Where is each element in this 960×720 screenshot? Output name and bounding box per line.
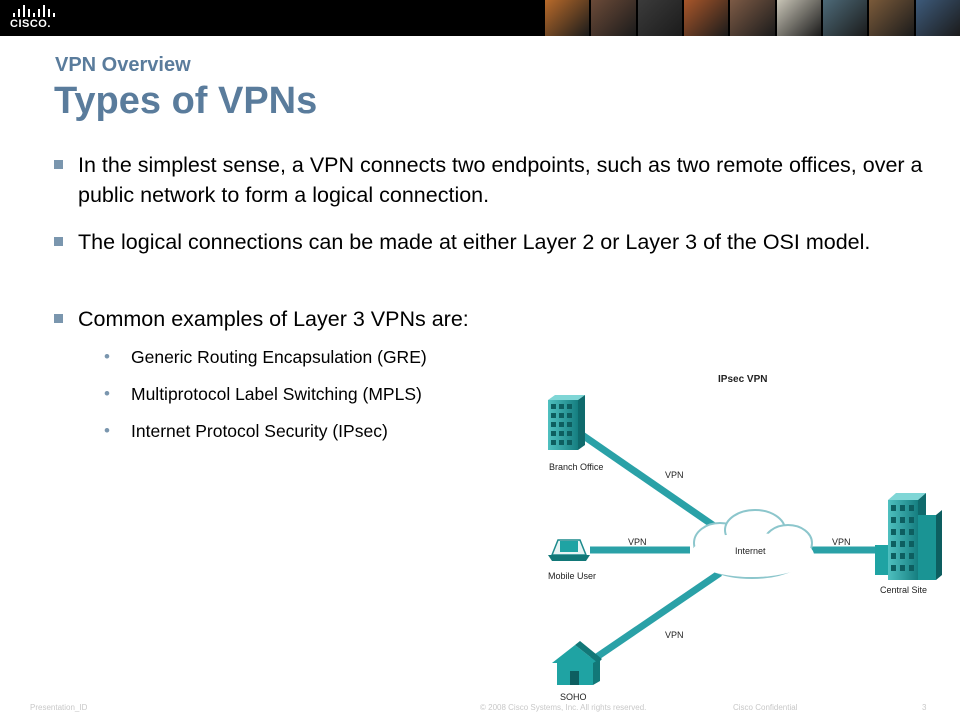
vpn-label-central: VPN xyxy=(832,537,851,547)
banner-photo xyxy=(776,0,821,36)
internet-label: Internet xyxy=(735,546,766,556)
sub-bullet-item: • Generic Routing Encapsulation (GRE) xyxy=(104,347,427,368)
bullet-text: Common examples of Layer 3 VPNs are: xyxy=(78,307,469,331)
square-bullet-icon xyxy=(54,314,63,323)
soho-house-icon xyxy=(552,641,602,685)
sub-bullet-item: • Multiprotocol Label Switching (MPLS) xyxy=(104,384,422,405)
soho-label: SOHO xyxy=(560,692,587,702)
central-site-building-icon xyxy=(875,493,942,580)
photo-strip xyxy=(545,0,960,36)
bullet-text: In the simplest sense, a VPN connects tw… xyxy=(78,153,923,207)
laptop-icon xyxy=(548,539,590,561)
branch-office-label: Branch Office xyxy=(549,462,604,472)
branch-office-building-icon xyxy=(548,395,585,450)
cisco-bars-icon xyxy=(11,5,55,17)
slide-title: Types of VPNs xyxy=(54,80,318,122)
banner-photo xyxy=(915,0,960,36)
vpn-label-mobile: VPN xyxy=(628,537,647,547)
banner-photo xyxy=(730,0,775,36)
dot-bullet-icon: • xyxy=(104,421,110,440)
dot-bullet-icon: • xyxy=(104,347,110,366)
central-site-label: Central Site xyxy=(880,585,928,595)
footer-presentation-id: Presentation_ID xyxy=(30,703,88,712)
vpn-link-soho xyxy=(583,570,722,668)
banner-photo xyxy=(637,0,682,36)
square-bullet-icon xyxy=(54,160,63,169)
vpn-label-branch: VPN xyxy=(665,470,684,480)
sub-bullet-text: Multiprotocol Label Switching (MPLS) xyxy=(131,384,422,404)
sub-bullet-text: Generic Routing Encapsulation (GRE) xyxy=(131,347,427,367)
cisco-logo: CISCO. xyxy=(8,4,58,32)
bullet-item: In the simplest sense, a VPN connects tw… xyxy=(54,150,934,210)
diagram-canvas xyxy=(548,395,942,685)
banner-photo xyxy=(683,0,729,36)
internet-cloud-icon xyxy=(690,509,814,579)
cisco-wordmark: CISCO. xyxy=(10,18,51,30)
vpn-link-branch xyxy=(573,427,722,533)
diagram-title: IPsec VPN xyxy=(718,374,768,385)
sub-bullet-item: • Internet Protocol Security (IPsec) xyxy=(104,421,388,442)
bullet-item: Common examples of Layer 3 VPNs are: xyxy=(54,304,934,334)
footer-confidential: Cisco Confidential xyxy=(733,703,798,712)
slide-subtitle: VPN Overview xyxy=(55,54,191,76)
bullet-item: The logical connections can be made at e… xyxy=(54,227,934,257)
dot-bullet-icon: • xyxy=(104,384,110,403)
bullet-text: The logical connections can be made at e… xyxy=(78,230,871,254)
banner-photo xyxy=(822,0,868,36)
square-bullet-icon xyxy=(54,237,63,246)
banner-photo xyxy=(591,0,636,36)
banner-photo xyxy=(869,0,914,36)
header-banner: CISCO. xyxy=(0,0,960,36)
footer-page-number: 3 xyxy=(922,703,927,712)
vpn-label-soho: VPN xyxy=(665,630,684,640)
ipsec-vpn-diagram: IPsec VPN Branch Office Mobile User Cent… xyxy=(530,365,960,705)
sub-bullet-text: Internet Protocol Security (IPsec) xyxy=(131,421,388,441)
footer-copyright: © 2008 Cisco Systems, Inc. All rights re… xyxy=(480,703,647,712)
mobile-user-label: Mobile User xyxy=(548,571,597,581)
banner-photo xyxy=(545,0,590,36)
